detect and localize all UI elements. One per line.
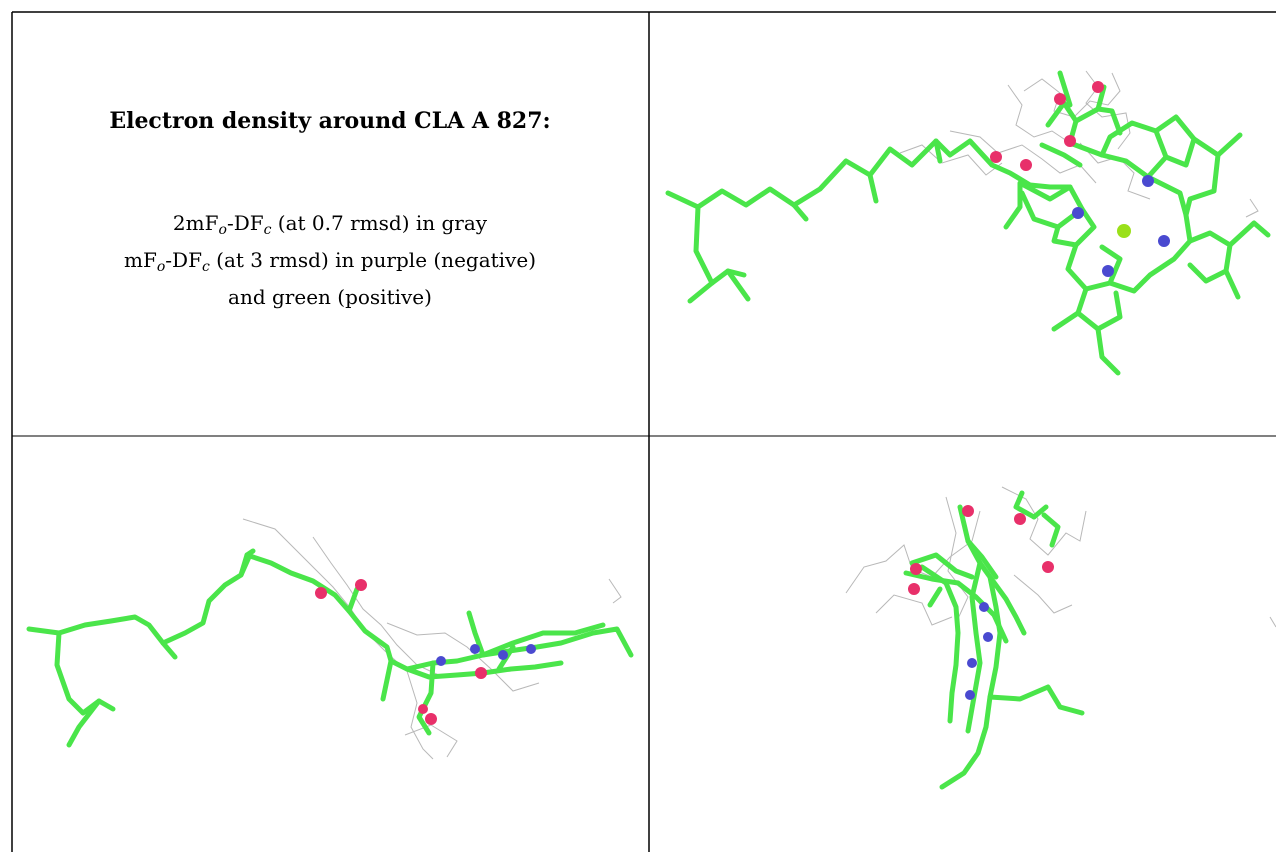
oxygen-atoms [315,579,487,725]
carbon-skeleton [665,70,1271,376]
caption-line-3: and green (positive) [228,285,432,309]
molecule-view-top [665,70,1271,376]
carbon-skeleton [26,548,634,748]
caption-cell: Electron density around CLA A 827: 2mFo-… [12,12,648,436]
carbon-skeleton [903,490,1085,790]
caption-title: Electron density around CLA A 827: [109,108,551,134]
molecule-view-edge [845,486,1276,790]
molecule-view-side [26,518,634,760]
caption-line-1: 2mFo-DFc (at 0.7 rmsd) in gray [172,211,488,238]
caption-line-2: mFo-DFc (at 3 rmsd) in purple (negative) [124,248,536,275]
caption-description: 2mFo-DFc (at 0.7 rmsd) in gray mFo-DFc (… [12,208,648,312]
oxygen-atoms [990,81,1104,171]
density-mesh [845,486,1276,628]
nitrogen-atoms [1072,175,1170,277]
nitrogen-atoms [965,602,993,700]
oxygen-atoms [908,505,1054,595]
magnesium-atom [1117,224,1131,238]
nitrogen-atoms [436,644,536,666]
